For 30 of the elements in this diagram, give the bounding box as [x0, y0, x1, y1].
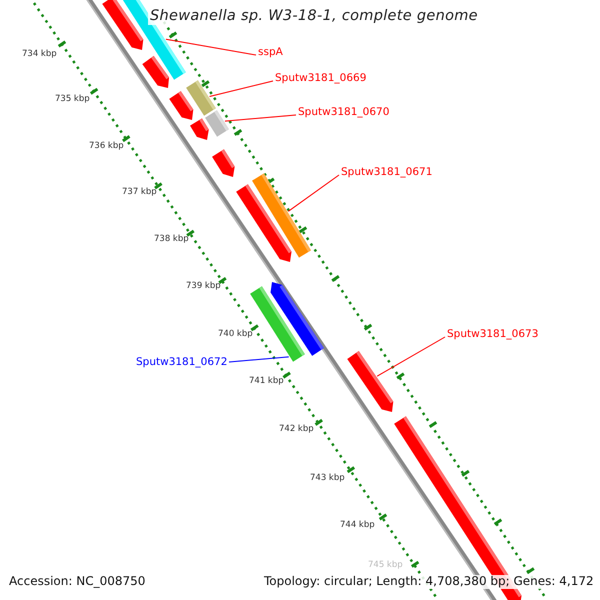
gene-label: Sputw3181_0669: [275, 72, 366, 84]
scale-label: 742 kbp: [279, 425, 314, 435]
gene-feature: [252, 173, 311, 258]
scale-label: 743 kbp: [310, 474, 345, 484]
gene-feature: [205, 110, 229, 137]
title: Shewanella sp. W3-18-1, complete genome: [148, 8, 480, 25]
scale-label: 735 kbp: [55, 95, 90, 105]
scale-label: 739 kbp: [186, 282, 221, 292]
gene-label: sspA: [258, 46, 283, 58]
leader-line: [224, 114, 296, 122]
leader-line: [165, 38, 256, 56]
scale-label: 734 kbp: [22, 50, 57, 60]
accession-text: Accession: NC_008750: [9, 575, 146, 589]
gene-feature: [186, 80, 216, 116]
gene-label: Sputw3181_0670: [298, 106, 390, 118]
leader-line: [376, 336, 446, 377]
leader-line: [288, 174, 340, 212]
scale-label: 741 kbp: [249, 377, 284, 387]
scale-label: 744 kbp: [340, 521, 375, 531]
scale-label: 745 kbp: [368, 561, 403, 571]
scale-label: 738 kbp: [154, 235, 189, 245]
scale-label: 737 kbp: [122, 188, 157, 198]
leader-line: [209, 80, 274, 97]
gene-label: Sputw3181_0672: [136, 356, 228, 368]
leader-line: [228, 356, 290, 362]
scale-label: 736 kbp: [89, 142, 124, 152]
gene-label: Sputw3181_0673: [447, 328, 538, 340]
scale-label: 740 kbp: [218, 330, 253, 340]
gene-feature: [347, 351, 394, 412]
gene-label: Sputw3181_0671: [341, 166, 432, 178]
